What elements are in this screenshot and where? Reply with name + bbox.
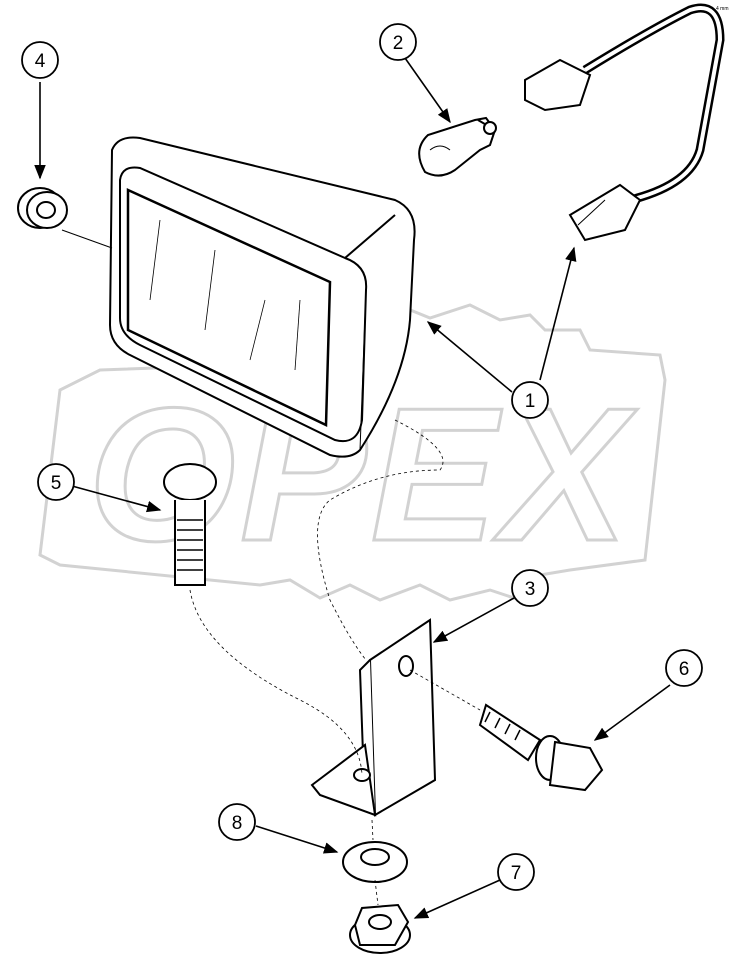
wiring-harness (524, 3, 725, 242)
callout-5-label: 5 (51, 473, 62, 494)
callout-8: 8 (218, 803, 256, 841)
callout-8-label: 8 (232, 813, 243, 834)
leader-8 (255, 825, 339, 854)
washer (342, 841, 408, 883)
callout-7: 7 (497, 853, 535, 891)
callout-2-label: 2 (393, 33, 404, 54)
leader-3 (432, 597, 515, 643)
callout-3: 3 (511, 569, 549, 607)
carriage-bolt (163, 463, 217, 586)
flange-nut (349, 903, 411, 954)
callout-6-label: 6 (679, 659, 690, 680)
leader-6 (593, 684, 671, 741)
leader-7 (413, 879, 501, 919)
callout-5: 5 (37, 463, 75, 501)
corner-mark: 4 mm (716, 6, 729, 12)
callout-1-label: 1 (525, 391, 536, 412)
leader-5 (71, 485, 162, 513)
bracket (310, 618, 437, 817)
callout-1: 1 (511, 381, 549, 419)
assembly-lines (189, 419, 481, 906)
callout-7-label: 7 (511, 863, 522, 884)
leader-1b (539, 246, 577, 381)
leader-1a (426, 321, 513, 393)
leader-lines (34, 57, 671, 919)
callout-2: 2 (379, 23, 417, 61)
grommet (17, 187, 113, 249)
lamp-housing (108, 136, 416, 458)
callout-6: 6 (665, 649, 703, 687)
callout-4: 4 (21, 41, 59, 79)
bulb (418, 116, 497, 177)
flange-bolt (478, 703, 604, 792)
leader-2 (404, 57, 451, 124)
callout-3-label: 3 (525, 579, 536, 600)
callout-4-label: 4 (35, 51, 46, 72)
